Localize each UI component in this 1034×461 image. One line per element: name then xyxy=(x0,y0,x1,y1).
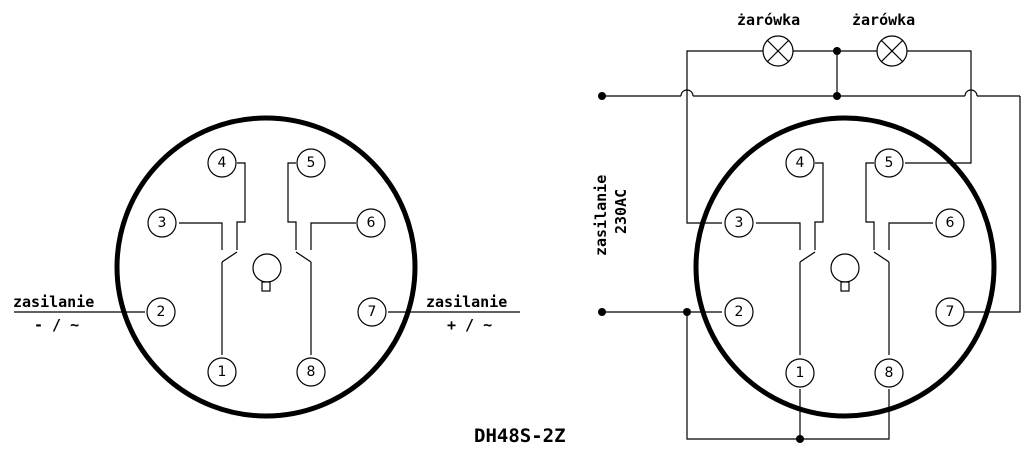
wire-lamp-to-pin-5 xyxy=(905,50,972,164)
terminal-dot xyxy=(598,92,606,100)
switch-blade xyxy=(221,251,238,263)
model-title: DH48S-2Z xyxy=(474,425,566,447)
svg-text:3: 3 xyxy=(158,215,167,231)
supply-label-right: zasilanie xyxy=(426,293,507,311)
contact-wire xyxy=(814,162,824,250)
pin-5: 5 xyxy=(874,148,904,178)
lamp-icon xyxy=(876,35,908,67)
svg-text:4: 4 xyxy=(796,155,805,171)
contact-wire xyxy=(310,222,356,250)
pin-6: 6 xyxy=(356,208,386,238)
relay-socket-left: 1 2 3 4 5 6 7 8 zasilanie - / ~ zasilani… xyxy=(13,115,520,419)
pin-2: 2 xyxy=(724,297,754,327)
contact-wire xyxy=(865,162,875,250)
wire-to-pin-7 xyxy=(964,96,1021,313)
svg-text:5: 5 xyxy=(307,155,316,171)
svg-text:2: 2 xyxy=(157,304,166,320)
svg-text:8: 8 xyxy=(885,365,894,381)
lamp-icon xyxy=(762,35,794,67)
terminal-dot xyxy=(598,308,606,316)
svg-text:1: 1 xyxy=(796,365,805,381)
supply-voltage-label: 230AC xyxy=(612,189,630,234)
junction-dot xyxy=(683,308,691,316)
key-knob xyxy=(252,253,282,283)
wire-pin-3-to-lamp xyxy=(686,50,763,224)
supply-polarity-minus: - / ~ xyxy=(34,316,79,334)
pin-4: 4 xyxy=(207,148,237,178)
pin-6: 6 xyxy=(935,208,965,238)
switch-blade xyxy=(295,251,312,263)
junction-dot xyxy=(833,47,841,55)
switch-blade xyxy=(873,251,890,263)
switch-blade xyxy=(799,251,816,263)
key-notch xyxy=(840,281,850,292)
pin-4: 4 xyxy=(785,148,815,178)
supply-label-left: zasilanie xyxy=(13,293,94,311)
socket-outline xyxy=(693,115,997,419)
key-knob xyxy=(830,253,860,283)
svg-text:4: 4 xyxy=(218,155,227,171)
pin-3: 3 xyxy=(724,208,754,238)
pin-2: 2 xyxy=(146,297,176,327)
supply-polarity-plus: + / ~ xyxy=(447,316,492,334)
pin-5: 5 xyxy=(296,148,326,178)
pin-8: 8 xyxy=(874,358,904,388)
contact-wire xyxy=(756,222,801,250)
junction-dot xyxy=(833,92,841,100)
svg-text:6: 6 xyxy=(367,215,376,231)
supply-label-vertical: zasilanie xyxy=(592,175,610,256)
svg-text:7: 7 xyxy=(368,304,377,320)
svg-text:5: 5 xyxy=(885,155,894,171)
relay-socket-right: żarówka żarówka 1 2 3 4 5 6 7 8 zasilani… xyxy=(592,11,1021,443)
svg-text:8: 8 xyxy=(307,364,316,380)
svg-text:1: 1 xyxy=(218,364,227,380)
svg-text:7: 7 xyxy=(946,304,955,320)
pin-8: 8 xyxy=(296,357,326,387)
contact-wire xyxy=(888,222,933,250)
svg-text:3: 3 xyxy=(735,215,744,231)
pin-7: 7 xyxy=(935,297,965,327)
lamp-label: żarówka xyxy=(852,11,915,29)
contact-wire xyxy=(179,222,223,250)
contact-wire xyxy=(236,162,246,250)
pin-7: 7 xyxy=(357,297,387,327)
socket-outline xyxy=(114,115,418,419)
lamp-label: żarówka xyxy=(737,11,800,29)
svg-text:6: 6 xyxy=(946,215,955,231)
pin-3: 3 xyxy=(147,208,177,238)
neutral-bus-wire xyxy=(686,312,890,440)
svg-text:2: 2 xyxy=(735,304,744,320)
pin-1: 1 xyxy=(207,357,237,387)
junction-dot xyxy=(796,435,804,443)
contact-wire xyxy=(287,162,297,250)
pin-1: 1 xyxy=(785,358,815,388)
key-notch xyxy=(261,281,271,292)
